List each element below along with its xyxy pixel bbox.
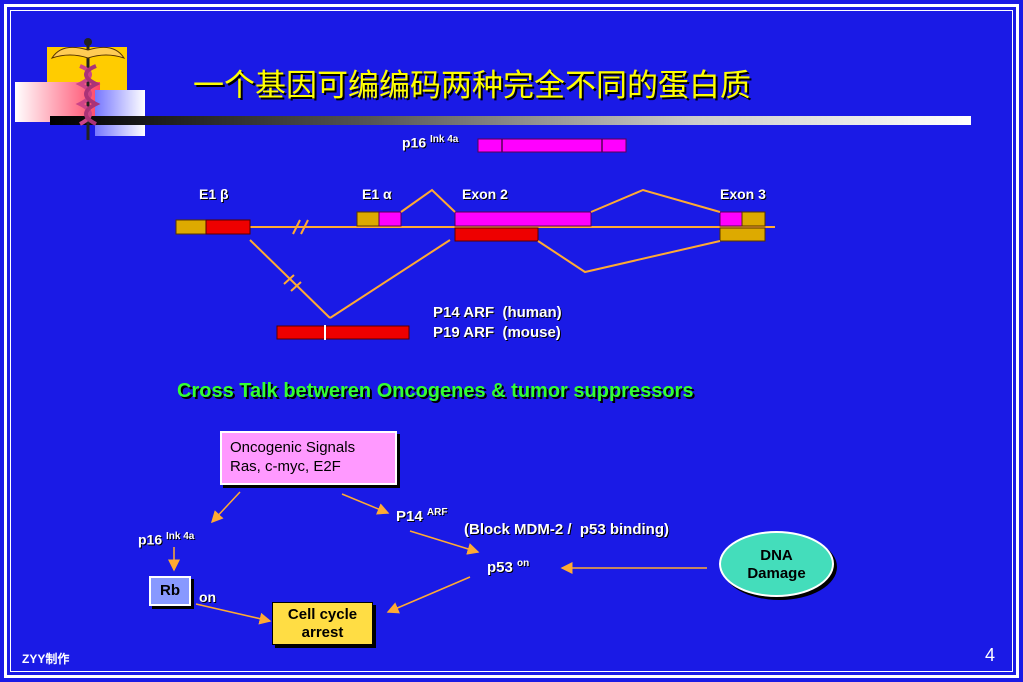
p14-text: P14 [396, 508, 423, 525]
arrow-rb-to-cellcycle [195, 603, 272, 625]
p16-pathway-superscript: Ink 4a [166, 531, 195, 542]
arrow-p14-to-p53 [409, 530, 480, 555]
arrow-onco-to-p16 [210, 491, 241, 524]
p16-pathway-text: p16 [138, 531, 163, 548]
p53-text: p53 [487, 559, 513, 576]
p14-superscript: ARF [426, 507, 448, 518]
arrow-p53-to-cellcycle [386, 576, 471, 614]
cell-line1: Cell cycle [287, 606, 358, 623]
p16-pathway-label: p16 Ink 4a [138, 531, 194, 548]
exon2-label: Exon 2 [462, 186, 508, 202]
slide-inner-border [10, 10, 1013, 672]
caduceus-logo-icon [50, 38, 126, 140]
e1-alpha-label: E1 α [362, 186, 392, 202]
cell-line2: arrest [301, 624, 344, 641]
p16-transcript [477, 138, 627, 153]
arf-transcript [276, 325, 410, 340]
p14-arf-label: P14 ARF [396, 507, 447, 525]
arf-mouse-label: P19 ARF (mouse) [433, 324, 561, 341]
p53-label: p53 on [487, 558, 529, 576]
onco-line2: Ras, c-myc, E2F [230, 458, 341, 475]
dna-damage-ellipse: DNA Damage [719, 531, 834, 597]
page-number: 4 [985, 645, 996, 665]
oncogenic-signals-box: Oncogenic Signals Ras, c-myc, E2F [220, 431, 397, 485]
footer-credit: ZYY制作 [22, 652, 70, 666]
cell-cycle-arrest-box: Cell cycle arrest [272, 602, 373, 645]
title-underline-bar [50, 116, 971, 125]
rb-box: Rb [149, 576, 191, 606]
slide-outer-border [4, 4, 1019, 678]
e1-beta-label: E1 β [199, 186, 229, 202]
arrow-onco-to-p14 [341, 493, 390, 515]
p53-superscript: on [517, 558, 530, 569]
block-mdm2-label: (Block MDM-2 / p53 binding) [464, 521, 669, 538]
p16-text: p16 [402, 134, 427, 151]
p16-transcript-label: p16 Ink 4a [402, 134, 458, 151]
slide-title: 一个基因可编编码两种完全不同的蛋白质 [193, 68, 751, 104]
onco-line1: Oncogenic Signals [230, 439, 356, 456]
p16-superscript: Ink 4a [430, 134, 459, 145]
arf-human-label: P14 ARF (human) [433, 304, 562, 321]
rb-on-label: on [199, 589, 217, 605]
splice-lines [249, 188, 721, 319]
crosstalk-heading: Cross Talk betweren Oncogenes & tumor su… [177, 380, 694, 402]
dna-line2: Damage [747, 565, 806, 582]
exon3-label: Exon 3 [720, 186, 766, 202]
dna-line1: DNA [760, 547, 793, 564]
pathway-arrows [168, 491, 707, 625]
genomic-locus [175, 211, 775, 242]
logo-blue-gradient [95, 90, 145, 136]
